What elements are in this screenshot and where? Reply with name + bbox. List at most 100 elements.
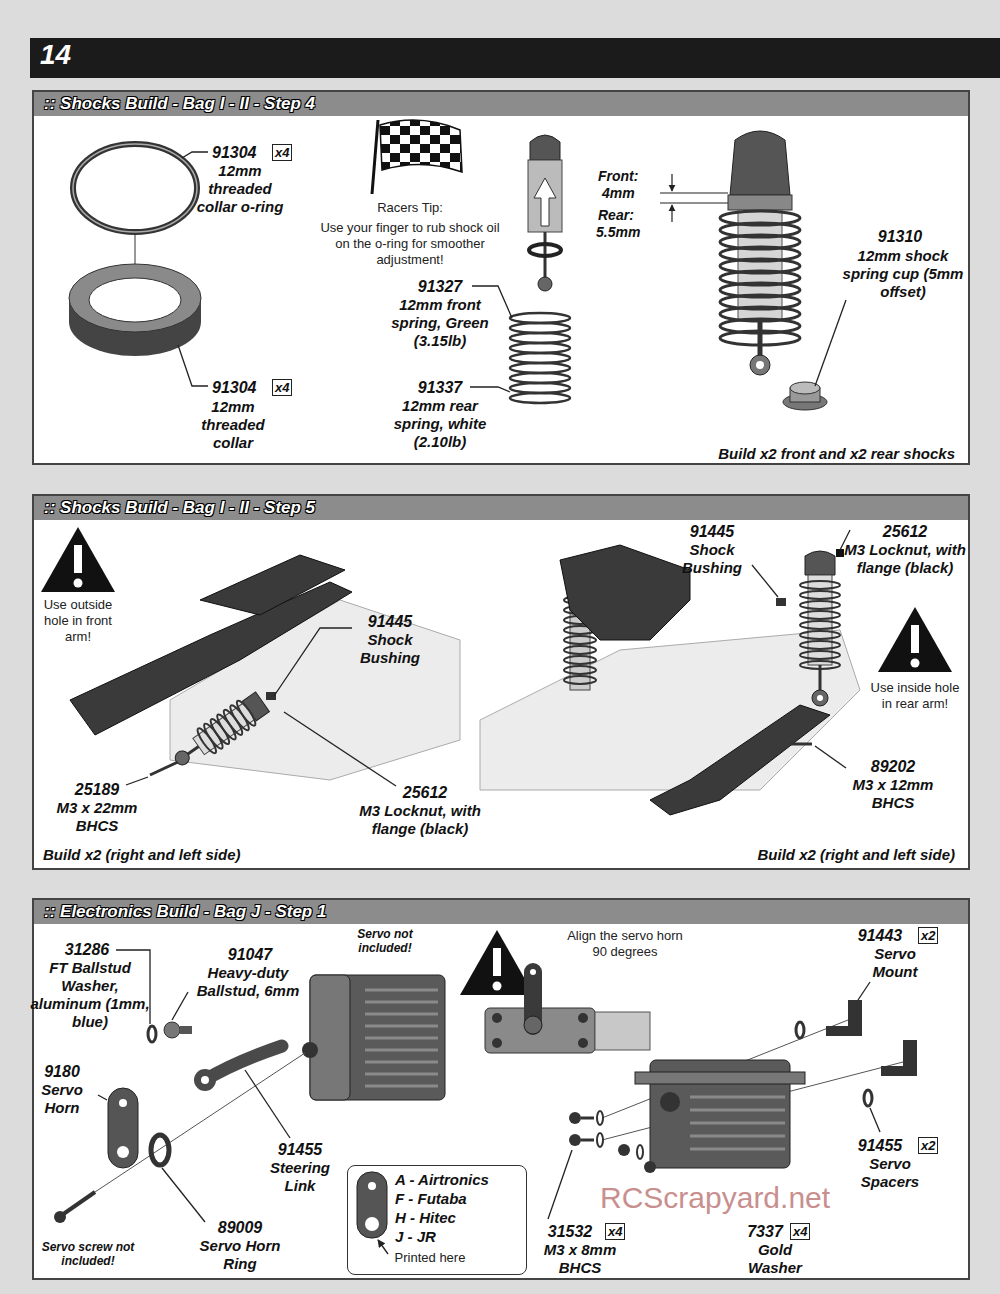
part-number: 91310 xyxy=(878,227,923,246)
horn-alignment xyxy=(492,1013,502,1023)
part-number: 25189 xyxy=(75,780,120,799)
front-shock xyxy=(193,703,255,755)
threaded-collar xyxy=(69,264,201,332)
part-name: Shock Bushing xyxy=(672,541,752,577)
horn-alignment xyxy=(524,1016,542,1034)
part-number: 91445 xyxy=(368,612,413,631)
screw xyxy=(618,1144,630,1156)
servo xyxy=(635,1060,805,1168)
steering-link xyxy=(205,1046,282,1080)
assembled-shock xyxy=(730,131,790,195)
o-ring xyxy=(73,144,197,232)
ballstud xyxy=(148,1022,192,1042)
screw xyxy=(62,1192,95,1215)
screw xyxy=(597,1133,603,1147)
leader-line xyxy=(815,746,846,768)
part-name: Servo Spacers xyxy=(850,1155,930,1191)
mounted-shock xyxy=(564,666,596,674)
servo xyxy=(365,1037,438,1040)
panel-ground xyxy=(32,494,970,870)
part-number: 31286 xyxy=(65,940,110,959)
servo-horn xyxy=(119,1099,127,1107)
servo xyxy=(690,1135,785,1138)
screw xyxy=(569,1112,581,1124)
servo xyxy=(365,1085,438,1088)
rear-shock xyxy=(800,611,840,619)
horn-alignment xyxy=(492,1038,502,1048)
servo-mount xyxy=(826,1000,917,1076)
rear-shock xyxy=(800,621,840,629)
screw xyxy=(581,1139,594,1142)
note-text: Servo not included! xyxy=(340,927,430,955)
screw xyxy=(150,762,178,775)
checkered-flag xyxy=(380,120,462,172)
rear-shock xyxy=(800,651,840,659)
coil-spring xyxy=(510,333,570,343)
servo xyxy=(302,975,445,1100)
coil-spring xyxy=(510,313,570,323)
part-name: 12mm front spring, Green (3.15lb) xyxy=(375,296,505,350)
rear-shock xyxy=(800,641,840,649)
note-text: Printed here xyxy=(395,1250,466,1266)
horn-alignment xyxy=(578,1013,588,1023)
brand-code: H - Hitec xyxy=(395,1208,520,1227)
leader-line xyxy=(378,1240,388,1254)
note-text: Use outside hole in front arm! xyxy=(31,597,126,645)
shock-bushing xyxy=(776,598,786,606)
servo xyxy=(365,1025,438,1028)
horn-alignment xyxy=(485,963,650,1053)
rear-shock xyxy=(800,581,840,589)
rear-shock xyxy=(812,690,828,706)
leader-line xyxy=(162,1168,205,1222)
small-shock xyxy=(528,135,562,291)
quantity-badge: x4 xyxy=(790,1223,810,1240)
servo xyxy=(365,1073,438,1076)
mounted-shock xyxy=(564,646,596,654)
leader-line xyxy=(245,1070,290,1138)
build-instruction: Build x2 (right and left side) xyxy=(43,846,241,864)
warning-sign xyxy=(878,607,952,672)
screw xyxy=(644,1161,656,1173)
leader-line xyxy=(126,777,148,785)
coil-spring xyxy=(510,313,570,403)
screw xyxy=(581,1117,594,1120)
page-number: 14 xyxy=(30,38,1000,72)
screw xyxy=(790,743,812,746)
assembly-axis xyxy=(602,1020,903,1140)
servo-horn xyxy=(108,1088,138,1168)
servo-spacer xyxy=(864,1090,872,1106)
rear-shock xyxy=(805,551,835,575)
build-instruction: Build x2 front and x2 rear shocks xyxy=(718,445,955,463)
servo xyxy=(310,975,445,1100)
part-name: Steering Link xyxy=(260,1159,340,1195)
horn-code-icon xyxy=(368,1182,376,1190)
servo xyxy=(365,1061,438,1064)
servo xyxy=(365,989,438,992)
servo xyxy=(690,1148,785,1151)
part-name: Servo Horn xyxy=(27,1081,97,1117)
part-number: 25612 xyxy=(403,783,448,802)
screw xyxy=(54,1211,66,1223)
small-shock xyxy=(534,178,556,226)
screw xyxy=(569,1134,581,1146)
part-number: 9180 xyxy=(44,1062,80,1081)
servo xyxy=(690,1122,785,1125)
horn-alignment xyxy=(530,969,536,975)
coil-spring xyxy=(510,383,570,393)
dimension-marks xyxy=(660,174,728,222)
assembled-shock xyxy=(720,211,800,345)
horn-alignment xyxy=(578,1038,588,1048)
rear-shock xyxy=(836,549,844,557)
assembled-shock xyxy=(758,320,763,356)
suspension-arm xyxy=(200,555,345,615)
warning-sign xyxy=(493,948,501,976)
part-number: 89202 xyxy=(871,757,916,776)
suspension-arm xyxy=(70,555,830,815)
screw xyxy=(597,1111,603,1125)
leader-line xyxy=(172,992,188,1020)
mounted-shock xyxy=(564,636,596,644)
part-name: M3 x 12mm BHCS xyxy=(838,776,948,812)
part-name: Heavy-duty Ballstud, 6mm xyxy=(183,964,313,1000)
